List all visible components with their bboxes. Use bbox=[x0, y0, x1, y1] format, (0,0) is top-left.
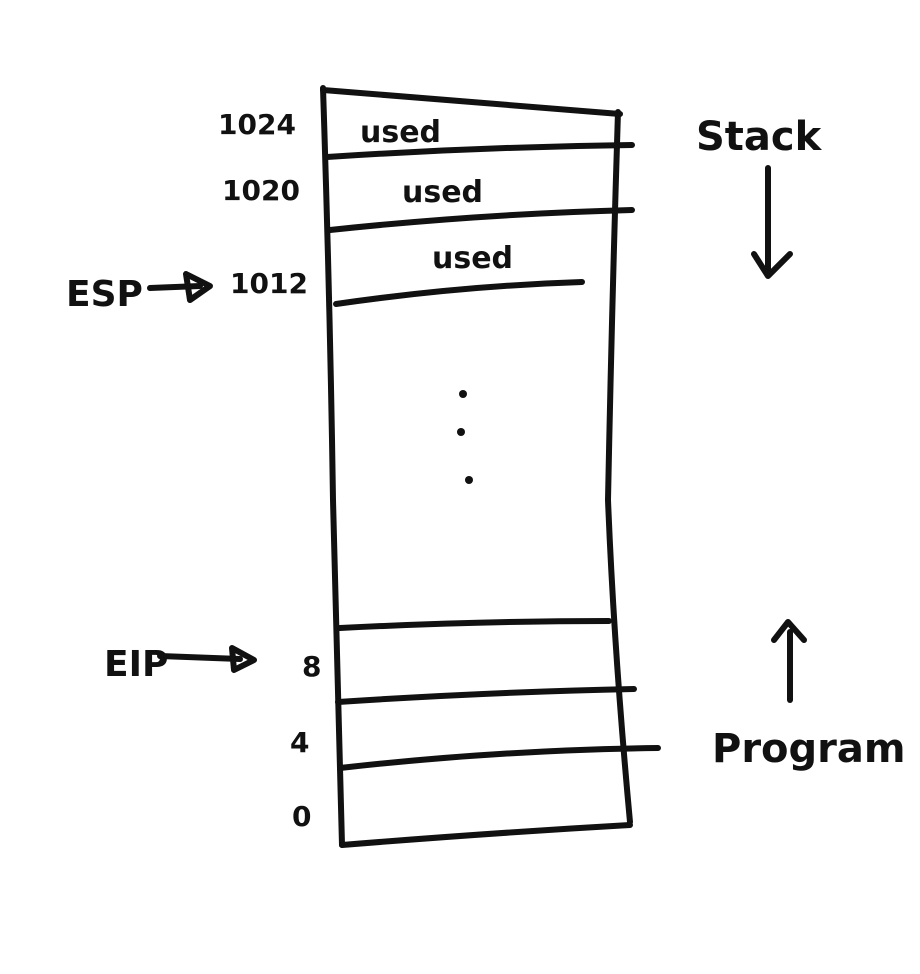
cell-label-1012: used bbox=[432, 241, 513, 276]
divider-used-bottom bbox=[333, 279, 585, 307]
cell-label-1020: used bbox=[402, 175, 483, 210]
address-1020: 1020 bbox=[222, 174, 300, 207]
divider-8-top bbox=[337, 618, 612, 631]
cell-label-1024: used bbox=[360, 115, 441, 150]
column-left-edge bbox=[320, 85, 345, 848]
memory-column bbox=[320, 85, 633, 848]
vertical-ellipsis-icon bbox=[457, 390, 473, 484]
divider-0-top bbox=[337, 745, 661, 771]
column-bottom-edge bbox=[339, 822, 633, 848]
stack-label: Stack bbox=[696, 114, 823, 160]
esp-arrow-icon bbox=[147, 271, 213, 303]
address-1024: 1024 bbox=[218, 108, 296, 141]
divider-1020 bbox=[324, 142, 635, 160]
column-top-edge bbox=[320, 87, 623, 117]
eip-label: EIP bbox=[104, 644, 168, 685]
column-right-edge bbox=[605, 109, 633, 825]
stack-down-arrow-icon bbox=[751, 165, 793, 279]
address-1012: 1012 bbox=[230, 267, 308, 300]
esp-label: ESP bbox=[66, 274, 143, 315]
address-0: 0 bbox=[292, 800, 311, 833]
address-4: 4 bbox=[290, 726, 309, 759]
program-up-arrow-icon bbox=[771, 619, 807, 703]
eip-arrow-icon bbox=[157, 645, 257, 673]
program-label: Program bbox=[712, 726, 906, 772]
divider-4-top bbox=[335, 686, 637, 705]
address-8: 8 bbox=[302, 650, 321, 683]
cell-dividers bbox=[324, 142, 661, 771]
divider-1012 bbox=[327, 207, 635, 233]
